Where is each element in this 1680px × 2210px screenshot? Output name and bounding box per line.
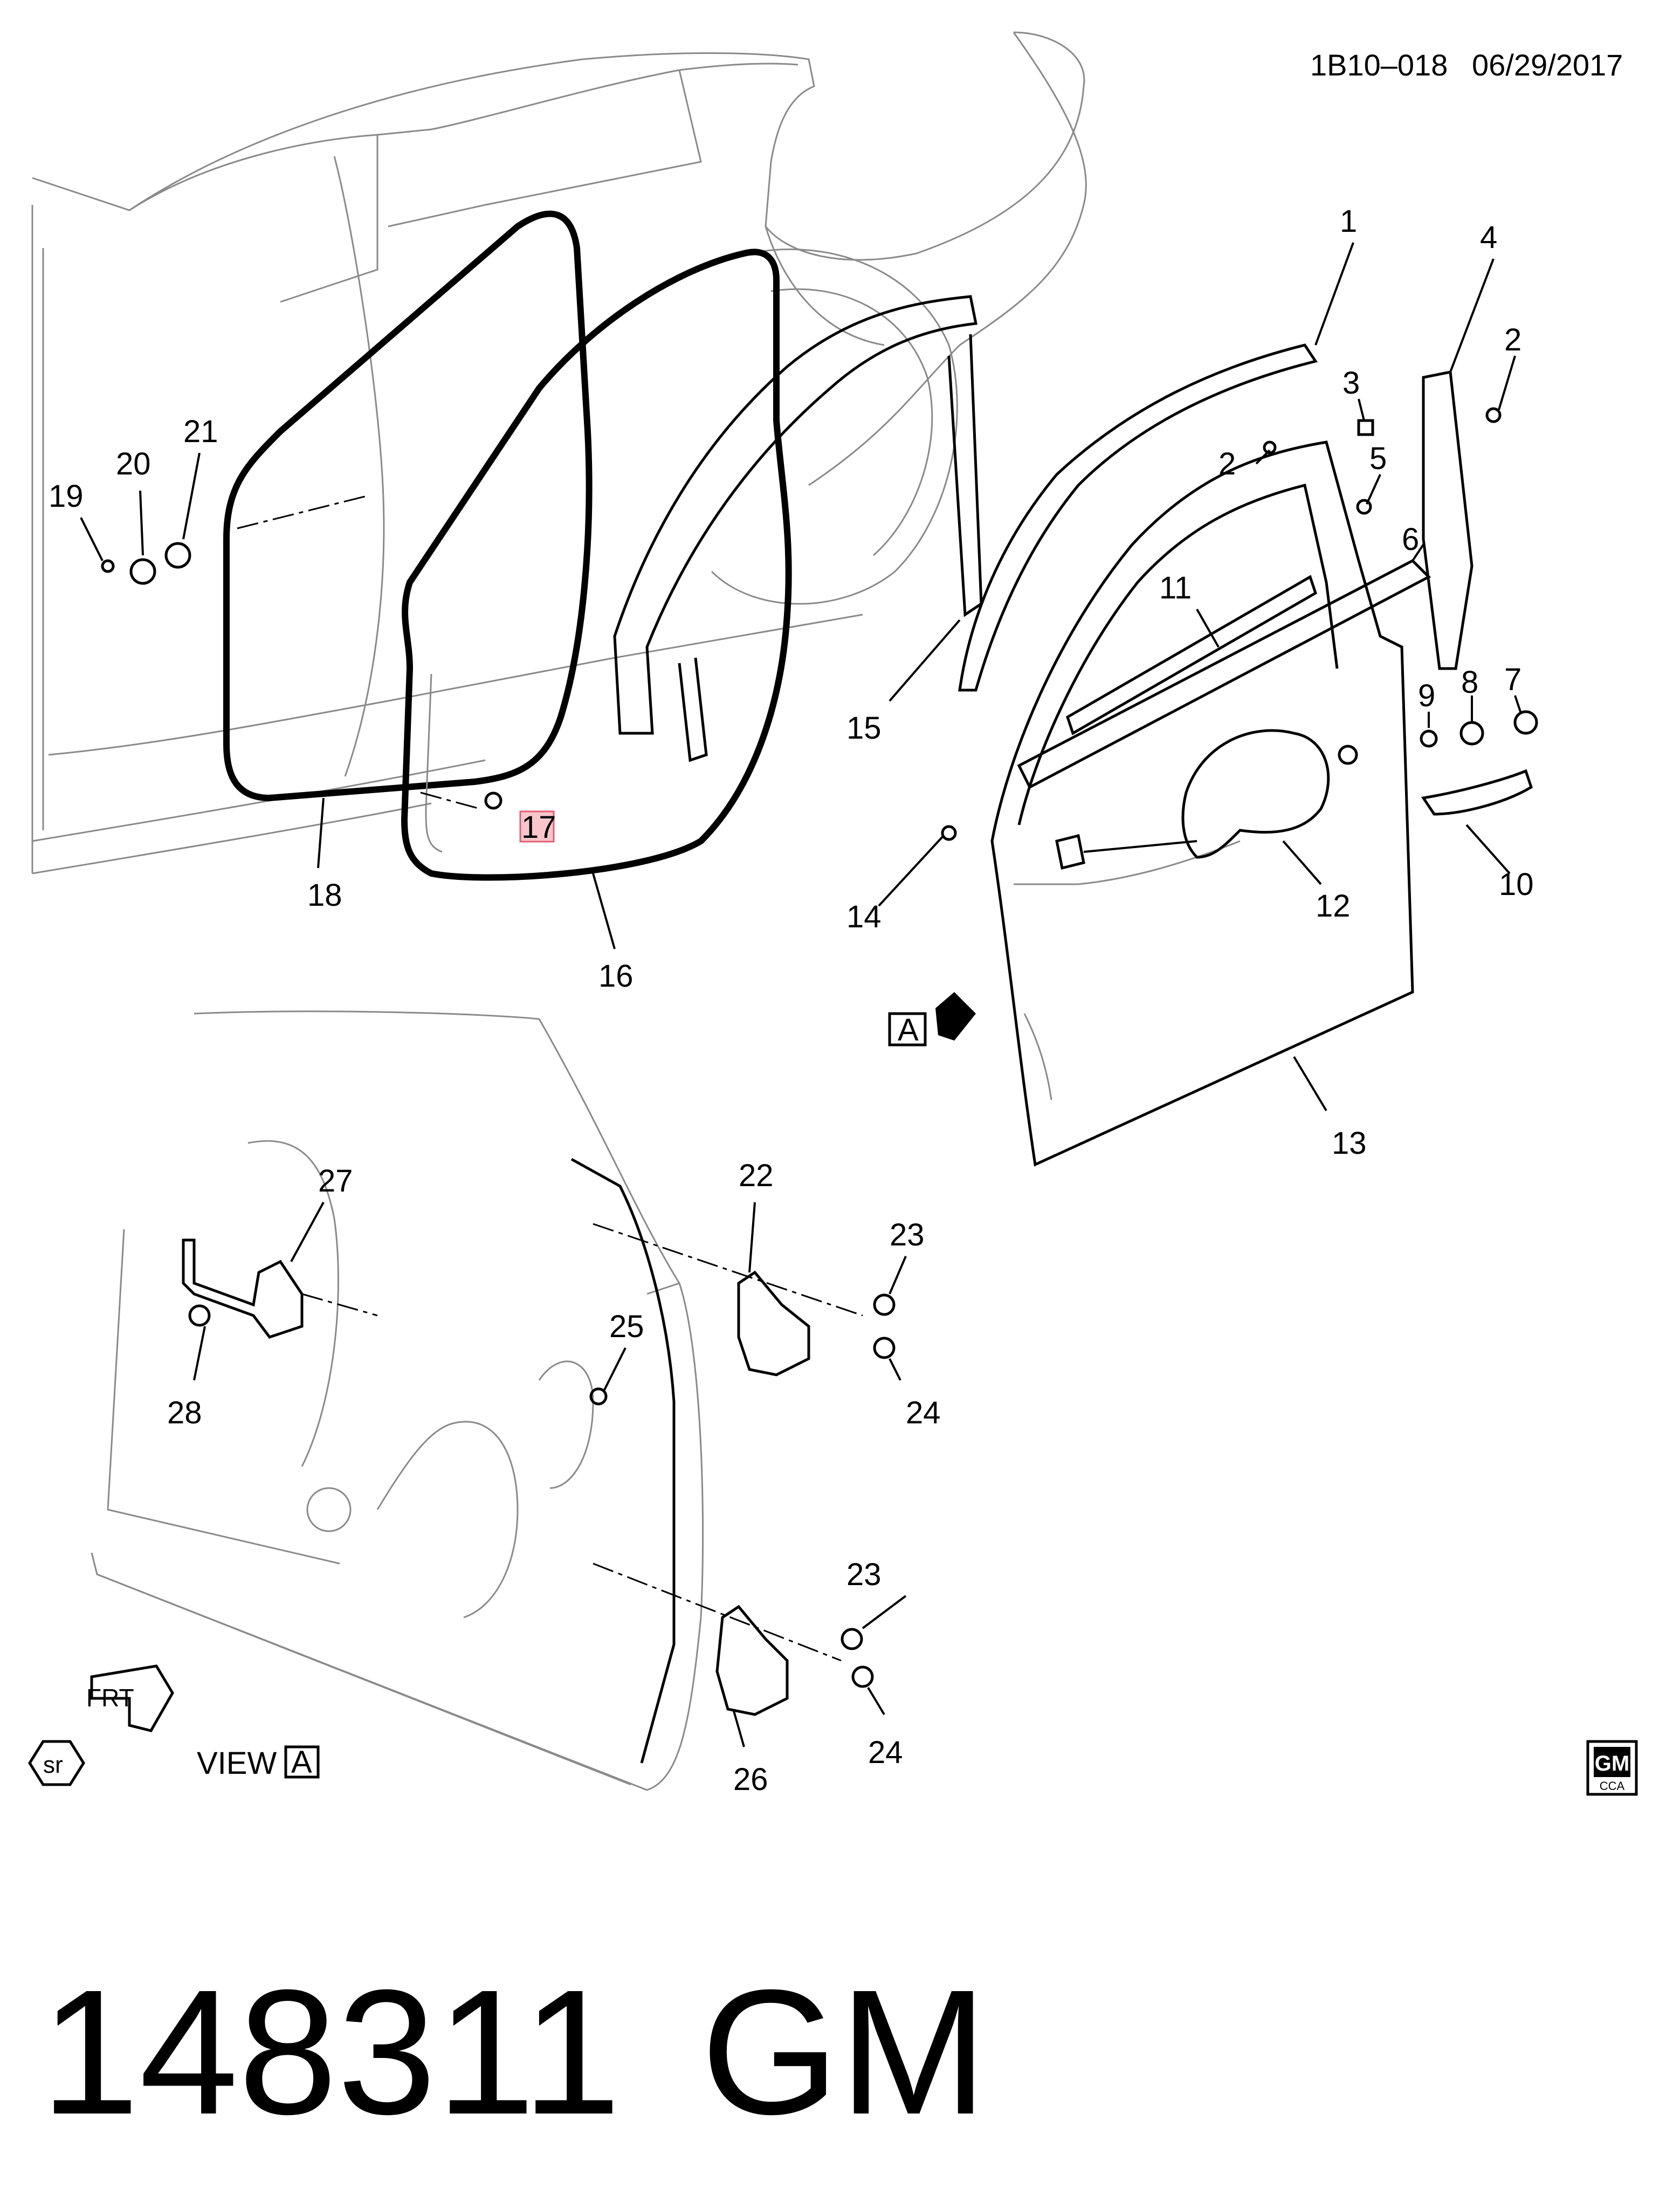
view-label-letter: A xyxy=(291,1745,312,1780)
footer-part-number: 148311 xyxy=(40,1952,621,2151)
callout-21: 21 xyxy=(183,414,218,449)
callout-25: 25 xyxy=(609,1309,644,1344)
callout-14: 14 xyxy=(846,899,882,934)
callout-4: 4 xyxy=(1480,220,1497,255)
part-27-check-link[interactable] xyxy=(182,1238,304,1339)
callout-7: 7 xyxy=(1504,662,1521,697)
view-marker-letter: A xyxy=(898,1013,919,1048)
callout-20: 20 xyxy=(116,446,151,481)
callout-5: 5 xyxy=(1369,441,1387,476)
callout-19: 19 xyxy=(49,479,84,514)
part-25-nut[interactable] xyxy=(589,1387,608,1406)
view-a-arrow-marker: A xyxy=(888,992,976,1048)
leader-lines xyxy=(80,242,1521,1747)
fastener-parts xyxy=(101,407,1538,841)
callout-23: 23 xyxy=(846,1557,882,1592)
callout-22: 22 xyxy=(739,1158,774,1193)
vehicle-body-outline xyxy=(31,31,1087,875)
callout-17-highlight xyxy=(519,810,555,843)
callout-16: 16 xyxy=(598,959,634,994)
callout-2: 2 xyxy=(1218,446,1236,481)
callout-8: 8 xyxy=(1461,665,1478,700)
callout-1: 1 xyxy=(1340,204,1357,239)
callout-24: 24 xyxy=(868,1735,903,1770)
callout-12: 12 xyxy=(1316,889,1351,924)
part-12-outside-mirror[interactable] xyxy=(1055,729,1330,870)
view-label-box xyxy=(284,1745,320,1779)
callout-27: 27 xyxy=(318,1163,353,1199)
callout-10: 10 xyxy=(1499,867,1534,902)
callout-26: 26 xyxy=(733,1762,768,1797)
gm-cca-logo: GM CCA xyxy=(1586,1740,1638,1796)
view-label: VIEW xyxy=(197,1746,277,1781)
frt-label: FRT xyxy=(86,1684,134,1712)
callout-18: 18 xyxy=(307,878,342,913)
callout-24: 24 xyxy=(906,1395,941,1430)
part-18-body-weatherstrip[interactable] xyxy=(223,210,593,802)
part-22-upper-hinge[interactable] xyxy=(737,1270,896,1376)
front-direction-arrow: FRT xyxy=(86,1664,174,1732)
callout-28: 28 xyxy=(167,1395,202,1430)
callout-15: 15 xyxy=(846,711,882,746)
callout-23: 23 xyxy=(890,1217,925,1252)
sr-symbol: sr xyxy=(28,1740,85,1786)
callout-labels: 1 2 2 3 4 5 6 7 8 9 10 11 12 13 14 15 16… xyxy=(49,204,1534,1797)
callout-6: 6 xyxy=(1402,522,1419,557)
callout-9: 9 xyxy=(1418,678,1435,713)
part-11-inner-belt-sealing-strip[interactable] xyxy=(1065,575,1318,735)
callout-13: 13 xyxy=(1332,1126,1367,1161)
part-10-outside-handle[interactable] xyxy=(1421,769,1533,816)
callout-3: 3 xyxy=(1342,366,1360,401)
callout-17: 17 xyxy=(521,810,556,845)
diagram-code: 1B10–018 xyxy=(1310,48,1448,82)
part-1-upper-molding[interactable] xyxy=(958,343,1318,692)
gm-logo-subtext: CCA xyxy=(1600,1779,1625,1793)
part-16-door-weatherstrip[interactable] xyxy=(401,249,792,881)
gm-logo-text: GM xyxy=(1595,1752,1629,1775)
callout-2: 2 xyxy=(1504,322,1521,357)
callout-11: 11 xyxy=(1159,570,1192,605)
diagram-date: 06/29/2017 xyxy=(1472,48,1623,82)
door-inner-panel-view-a xyxy=(91,1010,704,1791)
part-26-lower-hinge[interactable] xyxy=(715,1605,874,1716)
part-13-front-door[interactable] xyxy=(990,440,1414,1167)
footer-brand: GM xyxy=(701,1952,988,2151)
part-15-door-frame-molding[interactable] xyxy=(613,295,983,762)
sr-label: sr xyxy=(43,1752,63,1778)
part-4-applique[interactable] xyxy=(1422,370,1474,670)
